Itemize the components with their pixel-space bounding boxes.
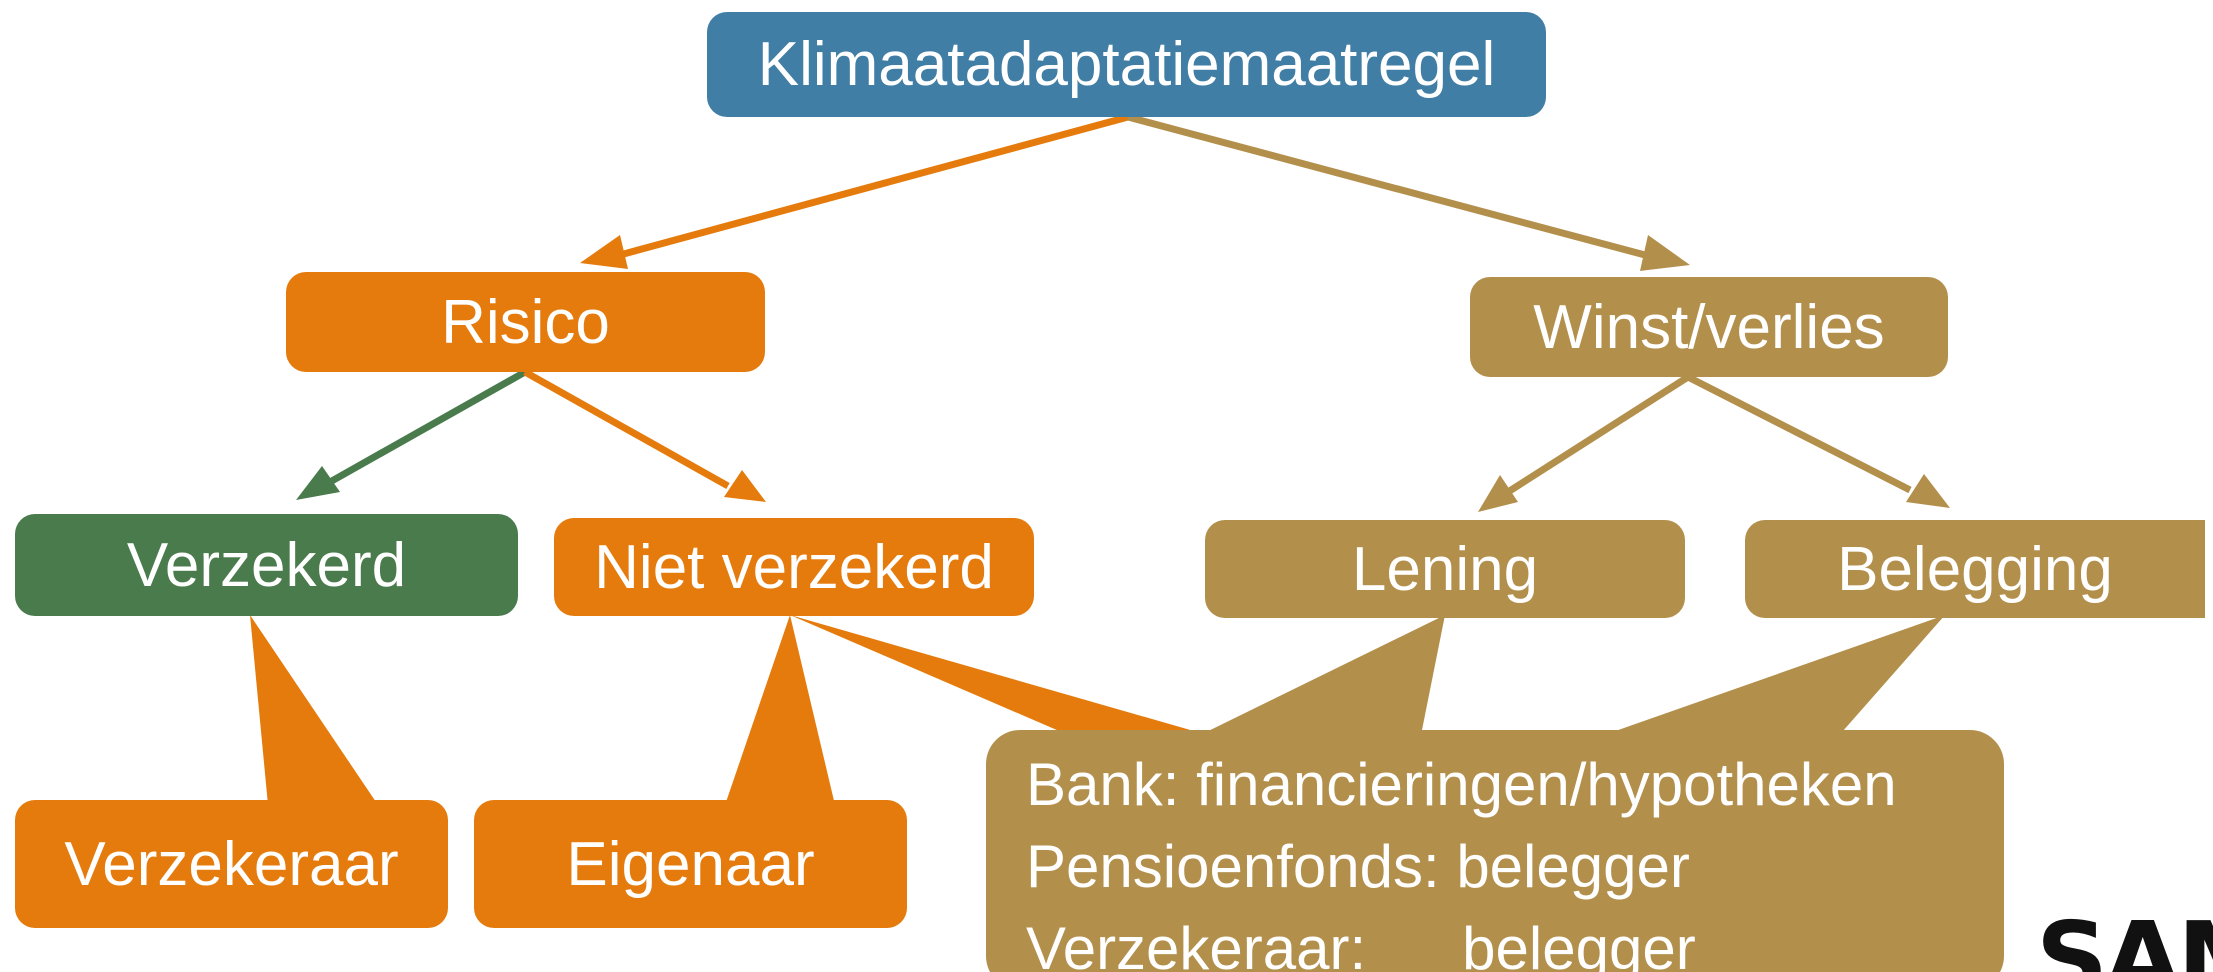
arrow-root-risico bbox=[580, 113, 1129, 269]
callout-line-pensioenfonds: Pensioenfonds: belegger bbox=[1026, 833, 1690, 900]
callout-actors: Bank: financieringen/hypotheken Pensioen… bbox=[986, 730, 2004, 972]
node-lening: Lening bbox=[1205, 520, 1685, 618]
node-eigenaar-label: Eigenaar bbox=[566, 829, 815, 899]
sam-logo: SAM bbox=[2036, 900, 2213, 972]
tail-niet-verzekerd-eigenaar bbox=[725, 615, 835, 805]
node-niet-verzekerd: Niet verzekerd bbox=[554, 518, 1034, 616]
node-eigenaar: Eigenaar bbox=[474, 800, 907, 928]
node-belegging: Belegging bbox=[1745, 520, 2205, 618]
node-niet-verzekerd-label: Niet verzekerd bbox=[594, 532, 994, 602]
callout-line-verzekeraar-role: Verzekeraar: bbox=[1026, 915, 1367, 972]
node-risico: Risico bbox=[286, 272, 765, 372]
node-verzekeraar: Verzekeraar bbox=[15, 800, 448, 928]
node-winst-verlies: Winst/verlies bbox=[1470, 277, 1948, 377]
node-belegging-label: Belegging bbox=[1837, 534, 2113, 604]
tail-lening-callout bbox=[1190, 615, 1445, 740]
node-verzekeraar-label: Verzekeraar bbox=[64, 829, 399, 899]
callout-line-bank: Bank: financieringen/hypotheken bbox=[1026, 751, 1897, 818]
node-klimaatadaptatiemaatregel: Klimaatadaptatiemaatregel bbox=[707, 12, 1546, 117]
node-winst-verlies-label: Winst/verlies bbox=[1533, 292, 1885, 362]
arrow-root-winst bbox=[1127, 113, 1690, 271]
tail-verzekerd-verzekeraar bbox=[250, 615, 378, 805]
arrow-risico-niet-verzekerd bbox=[523, 368, 766, 502]
node-verzekerd: Verzekerd bbox=[15, 514, 518, 616]
node-risico-label: Risico bbox=[441, 287, 610, 357]
tail-niet-verzekerd-callout bbox=[790, 615, 1225, 740]
node-lening-label: Lening bbox=[1351, 534, 1539, 604]
callout-line-verzekeraar-value: belegger bbox=[1462, 915, 1696, 972]
node-verzekerd-label: Verzekerd bbox=[126, 530, 407, 600]
arrow-risico-verzekerd bbox=[296, 368, 527, 500]
arrow-winst-belegging bbox=[1686, 373, 1950, 508]
arrow-winst-lening bbox=[1478, 374, 1690, 512]
node-klimaatadaptatiemaatregel-label: Klimaatadaptatiemaatregel bbox=[757, 30, 1496, 99]
callout-line-verzekeraar: Verzekeraar: belegger bbox=[1026, 908, 2004, 972]
tail-belegging-callout bbox=[1590, 615, 1945, 740]
